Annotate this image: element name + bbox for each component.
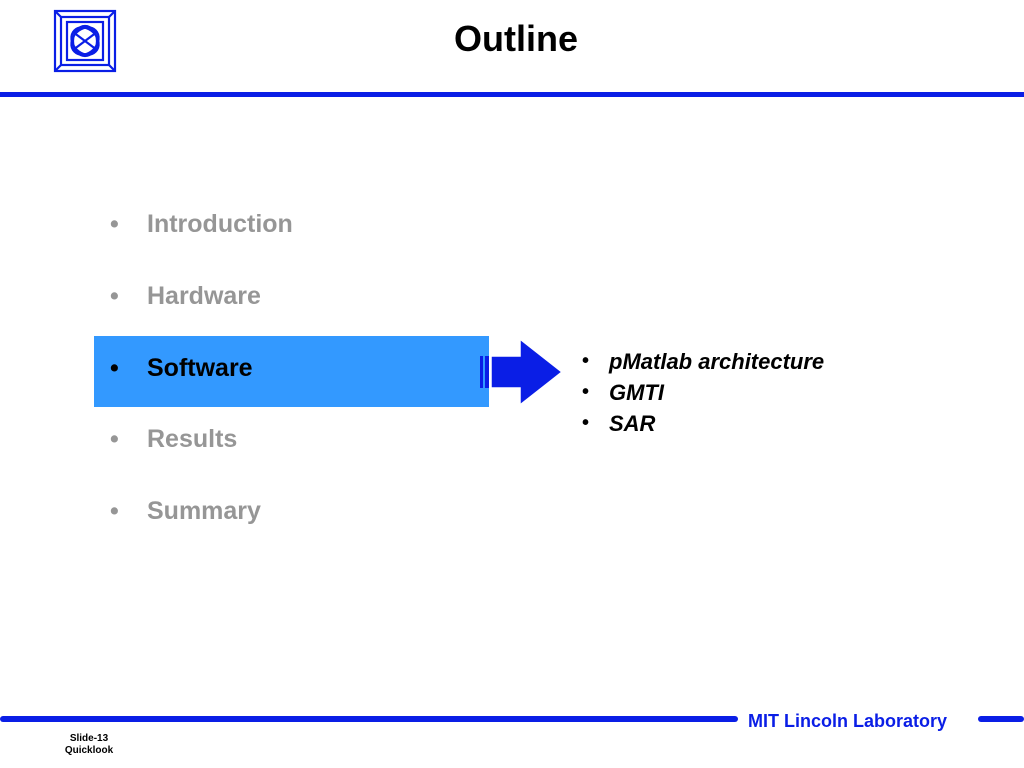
outline-item-hardware: • Hardware [110, 276, 261, 316]
right-arrow-icon [478, 336, 564, 408]
active-item-highlight [94, 336, 489, 407]
outline-item-summary: • Summary [110, 491, 261, 531]
outline-item-label: Hardware [147, 281, 261, 310]
outline-item-label: Summary [147, 496, 261, 525]
top-divider [0, 92, 1024, 97]
bottom-divider-left [0, 716, 738, 722]
subtopic-label: SAR [609, 410, 656, 436]
bullet: • [110, 209, 119, 238]
outline-item-software: • Software [110, 348, 253, 388]
slide-footer: Slide-13 Quicklook [60, 733, 118, 757]
subtopic-item: • GMTI [582, 377, 824, 408]
outline-item-results: • Results [110, 419, 237, 459]
outline-item-label: Software [147, 353, 253, 382]
bullet: • [582, 381, 590, 403]
subtopic-label: pMatlab architecture [609, 348, 825, 374]
bullet: • [110, 281, 119, 310]
deck-name: Quicklook [64, 745, 114, 756]
outline-item-label: Results [147, 424, 238, 453]
mit-lincoln-logo-icon [52, 8, 118, 74]
outline-list: • Introduction • Hardware • Software • R… [0, 0, 520, 600]
software-subtopics: • pMatlab architecture • GMTI • SAR [582, 346, 824, 439]
outline-item-label: Introduction [147, 209, 293, 238]
subtopic-item: • SAR [582, 408, 824, 439]
bullet: • [110, 353, 119, 382]
bullet: • [110, 496, 119, 525]
organization-name: MIT Lincoln Laboratory [748, 711, 948, 731]
slide-title: Outline [454, 18, 578, 59]
subtopic-item: • pMatlab architecture [582, 346, 824, 377]
bottom-divider-right [978, 716, 1024, 722]
bullet: • [582, 350, 590, 372]
outline-item-introduction: • Introduction [110, 204, 293, 244]
bullet: • [582, 412, 590, 434]
slide-number: Slide-13 [69, 733, 109, 744]
bullet: • [110, 424, 119, 453]
subtopic-label: GMTI [609, 379, 664, 405]
